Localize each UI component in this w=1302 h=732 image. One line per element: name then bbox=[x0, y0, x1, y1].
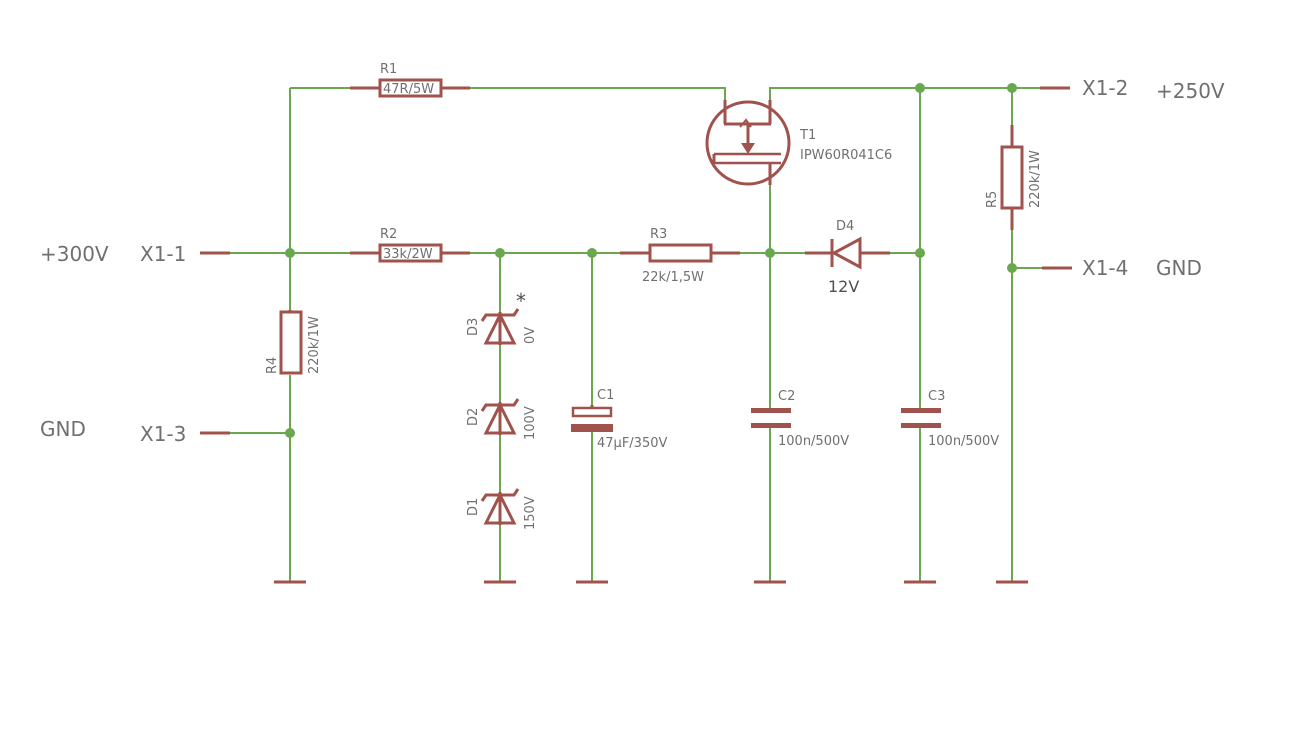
t1-name: T1 bbox=[799, 128, 816, 143]
r1-value: 47R/5W bbox=[383, 82, 434, 97]
resistor-r2: R2 33k/2W bbox=[350, 227, 470, 263]
junction-dot bbox=[495, 248, 505, 258]
diode-icon bbox=[830, 236, 862, 270]
r3-value: 22k/1,5W bbox=[642, 270, 704, 285]
zener-diode-icon bbox=[483, 491, 517, 525]
rail-out-label: +250V bbox=[1156, 79, 1225, 103]
junctions bbox=[285, 83, 1017, 438]
resistor-r3: R3 22k/1,5W bbox=[620, 227, 740, 285]
c2-name: C2 bbox=[778, 389, 795, 404]
r2-value: 33k/2W bbox=[383, 247, 433, 262]
junction-dot bbox=[1007, 83, 1017, 93]
electrolytic-capacitor-icon bbox=[571, 406, 613, 418]
connector-x1-3: X1-3 bbox=[140, 422, 186, 446]
zener-d3: D3 0V * bbox=[466, 289, 538, 345]
connector-x1-4: X1-4 bbox=[1082, 256, 1128, 280]
gnd-left-label: GND bbox=[40, 417, 86, 441]
capacitor-icon bbox=[901, 408, 941, 413]
junction-dot bbox=[765, 248, 775, 258]
junction-dot bbox=[587, 248, 597, 258]
connector-pins bbox=[200, 86, 1072, 435]
junction-dot bbox=[915, 248, 925, 258]
d2-name: D2 bbox=[466, 408, 481, 426]
d2-value: 100V bbox=[523, 406, 538, 440]
zener-diode-icon bbox=[483, 311, 517, 345]
resistor-icon bbox=[1000, 145, 1024, 210]
junction-dot bbox=[915, 83, 925, 93]
r2-name: R2 bbox=[380, 227, 397, 242]
c1-name: C1 bbox=[597, 388, 614, 403]
junction-dot bbox=[1007, 263, 1017, 273]
d1-name: D1 bbox=[466, 498, 481, 516]
r4-name: R4 bbox=[265, 357, 280, 374]
d4-name: D4 bbox=[836, 219, 854, 234]
zener-d1: D1 150V bbox=[466, 488, 538, 530]
r3-name: R3 bbox=[650, 227, 667, 242]
d1-value: 150V bbox=[523, 496, 538, 530]
c1-value: 47µF/350V bbox=[597, 436, 667, 451]
junction-dot bbox=[285, 428, 295, 438]
resistor-r1: R1 47R/5W bbox=[350, 62, 470, 98]
r1-name: R1 bbox=[380, 62, 397, 77]
gnd-right-label: GND bbox=[1156, 256, 1202, 280]
terminal-labels: +300V GND +250V GND X1-1 X1-3 X1-2 X1-4 bbox=[40, 76, 1225, 446]
capacitor-c3: C3 100n/500V bbox=[901, 389, 999, 449]
junction-dot bbox=[285, 248, 295, 258]
d4-value: 12V bbox=[828, 277, 859, 296]
resistor-r4: R4 220k/1W bbox=[265, 310, 322, 375]
r5-name: R5 bbox=[985, 191, 1000, 208]
capacitor-icon bbox=[751, 408, 791, 413]
r4-value: 220k/1W bbox=[307, 316, 322, 374]
resistor-icon bbox=[378, 243, 443, 263]
zener-d2: D2 100V bbox=[466, 398, 538, 440]
rail-in-label: +300V bbox=[40, 242, 109, 266]
resistor-icon bbox=[279, 310, 303, 375]
c2-value: 100n/500V bbox=[778, 434, 849, 449]
wires bbox=[230, 87, 1042, 582]
d3-mark: * bbox=[516, 289, 526, 313]
capacitor-c1: C1 47µF/350V bbox=[571, 388, 667, 451]
t1-value: IPW60R041C6 bbox=[800, 148, 892, 163]
mosfet-icon bbox=[705, 100, 791, 186]
r5-value: 220k/1W bbox=[1028, 150, 1043, 208]
c3-name: C3 bbox=[928, 389, 945, 404]
d3-value: 0V bbox=[523, 327, 538, 344]
capacitor-c2: C2 100n/500V bbox=[751, 389, 849, 449]
diode-d4: D4 12V bbox=[805, 219, 890, 296]
resistor-r5: R5 220k/1W bbox=[985, 125, 1043, 230]
connector-x1-1: X1-1 bbox=[140, 242, 186, 266]
d3-name: D3 bbox=[466, 318, 481, 336]
c3-value: 100n/500V bbox=[928, 434, 999, 449]
zener-diode-icon bbox=[483, 401, 517, 435]
resistor-icon bbox=[378, 78, 443, 98]
resistor-icon bbox=[648, 243, 713, 263]
connector-x1-2: X1-2 bbox=[1082, 76, 1128, 100]
mosfet-t1: T1 IPW60R041C6 bbox=[705, 100, 892, 186]
